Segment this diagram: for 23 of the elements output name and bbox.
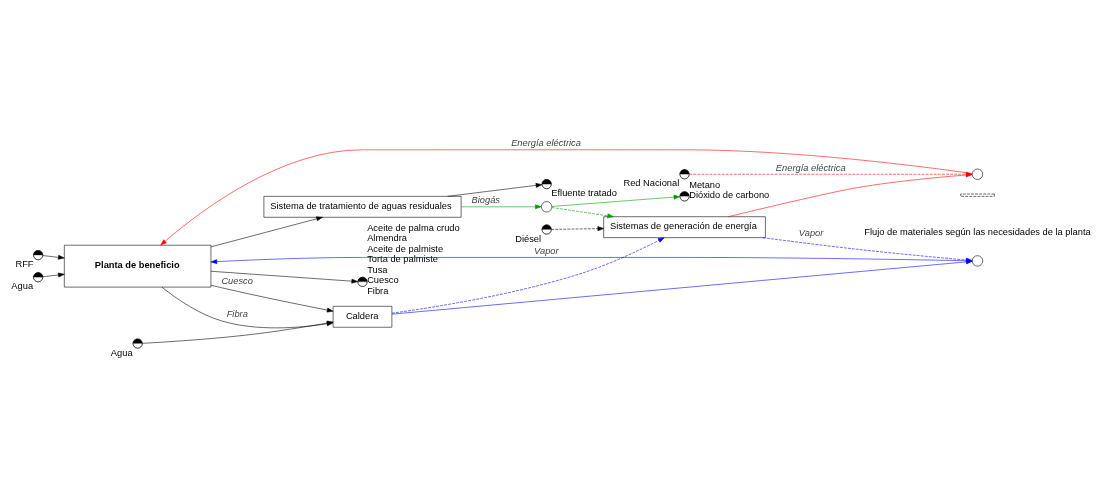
legend-label: Flujo de materiales según las necesidades de la planta — [864, 226, 1091, 237]
node-label: Fibra — [367, 285, 389, 296]
node-label: Red Nacional — [623, 178, 680, 189]
node-label: RFF — [15, 259, 34, 270]
node-label: Aceite de palma crudo — [367, 222, 460, 233]
node-label: Tusa — [367, 264, 388, 275]
node-label: Almendra — [367, 233, 407, 244]
node-label: Aceite de palmiste — [367, 243, 444, 254]
node-label: Cuesco — [367, 275, 399, 286]
edge-label: Vapor — [534, 245, 559, 256]
edge-label: Fibra — [226, 309, 248, 320]
node-label: Metano — [689, 179, 721, 190]
edge-label: Energía eléctrica — [775, 162, 846, 173]
node-label: Torta de palmiste — [367, 254, 438, 265]
node-label: Agua — [11, 281, 34, 292]
edge-label: Vapor — [798, 228, 824, 239]
node-label: Agua — [110, 347, 133, 358]
edge-label: Cuesco — [221, 276, 253, 287]
node-label: Diésel — [515, 233, 542, 244]
edge-label: Biogás — [471, 195, 501, 206]
node-label: Efluente tratado — [551, 188, 617, 199]
edge-label: Energía eléctrica — [511, 138, 581, 149]
node-label: Dióxido de carbono — [689, 189, 770, 200]
